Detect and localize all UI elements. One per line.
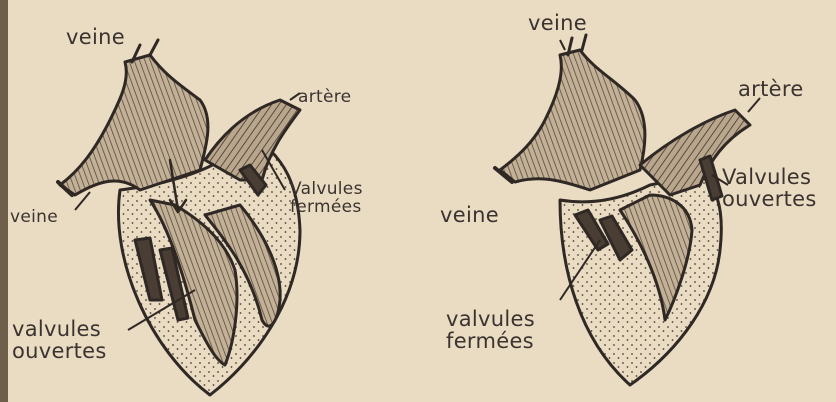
left-atrium (60, 55, 208, 195)
right-closed-valves-line-2: fermées (446, 330, 535, 352)
left-side-vein-label: veine (10, 208, 58, 226)
left-closed-valves-line-2: fermées (290, 198, 363, 216)
left-open-valves-label: valvules ouvertes (12, 318, 107, 362)
right-closed-valves-line-1: valvules (446, 308, 535, 330)
left-open-valves-line-1: valvules (12, 318, 107, 340)
right-top-vein-leader (560, 40, 565, 50)
left-edge-shadow (0, 0, 8, 402)
right-top-vein-label: veine (528, 12, 587, 34)
left-open-valves-line-2: ouvertes (12, 340, 107, 362)
left-artery-label: artère (298, 88, 351, 106)
right-open-valves-label: Valvules ouvertes (722, 166, 817, 210)
left-closed-valves-line-1: Valvules (290, 180, 363, 198)
right-open-valves-line-1: Valvules (722, 166, 817, 188)
left-top-vein-label: veine (66, 26, 125, 48)
right-open-valves-line-2: ouvertes (722, 188, 817, 210)
right-artery-label: artère (738, 78, 804, 100)
right-closed-valves-label: valvules fermées (446, 308, 535, 352)
left-closed-valves-label: Valvules fermées (290, 180, 363, 216)
right-side-vein-label: veine (440, 204, 499, 226)
right-atrium (500, 50, 645, 190)
